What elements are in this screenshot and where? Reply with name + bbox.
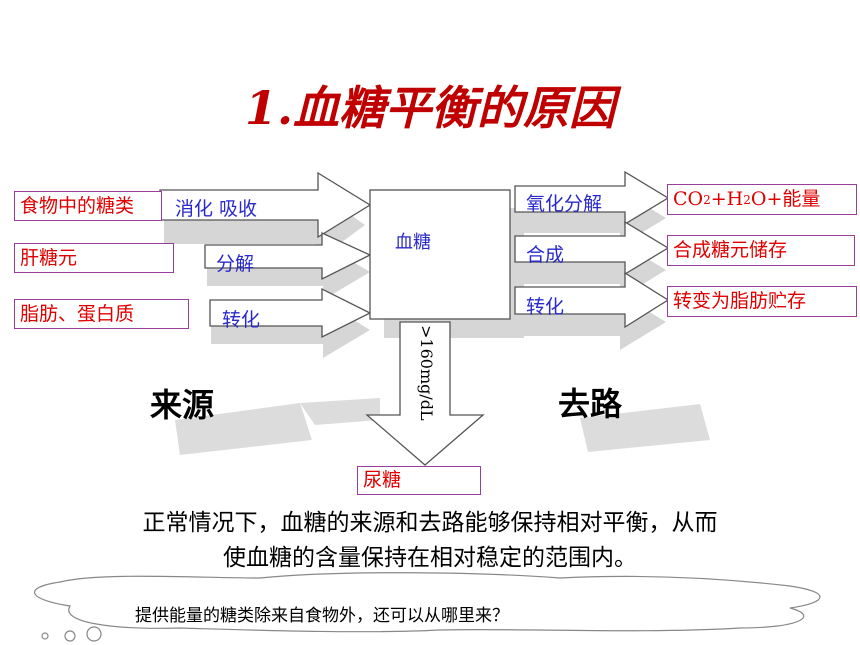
arrow-label-synthesis: 合成 (526, 244, 565, 266)
label-shadows (175, 398, 710, 455)
summary-line-2: 使血糖的含量保持在相对稳定的范围内。 (223, 545, 637, 571)
question-text: 提供能量的糖类除来自食物外，还可以从哪里来？ (135, 606, 509, 626)
page-title: 1.血糖平衡的原因 (244, 81, 616, 135)
sources-heading: 来源 (150, 386, 215, 424)
down-arrow (365, 321, 485, 466)
destination-arrows (514, 170, 670, 329)
dest-box-fat-storage: 转变为脂肪贮存 (667, 286, 857, 317)
arrow-label-convert-in: 转化 (222, 309, 261, 331)
summary-line-1: 正常情况下，血糖的来源和去路能够保持相对平衡，从而 (142, 510, 718, 536)
source-arrows (159, 171, 372, 339)
arrow-label-oxidation: 氧化分解 (526, 193, 603, 215)
blood-sugar-label: 血糖 (395, 232, 431, 253)
blood-sugar-box (369, 189, 511, 320)
threshold-label: >160mg/dL (417, 325, 436, 421)
urine-sugar-box: 尿糖 (357, 466, 481, 495)
dest-box-glycogen-storage: 合成糖元储存 (667, 235, 855, 266)
destinations-heading: 去路 (558, 385, 623, 423)
arrow-label-digest-absorb: 消化 吸收 (175, 198, 258, 220)
source-box-liver-glycogen: 肝糖元 (14, 243, 174, 273)
source-box-food-sugar: 食物中的糖类 (14, 191, 162, 221)
arrow-label-decompose: 分解 (216, 253, 255, 275)
source-box-fat-protein: 脂肪、蛋白质 (14, 299, 189, 329)
thought-cloud (34, 572, 821, 642)
arrow-label-convert-out: 转化 (526, 296, 565, 318)
